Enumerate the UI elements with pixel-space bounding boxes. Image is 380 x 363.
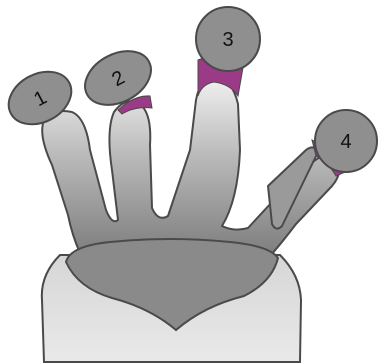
marker-4: 4 [315,110,377,172]
marker-4-label: 4 [340,131,351,153]
marker-3-label: 3 [222,29,233,51]
marker-3: 3 [196,7,260,71]
